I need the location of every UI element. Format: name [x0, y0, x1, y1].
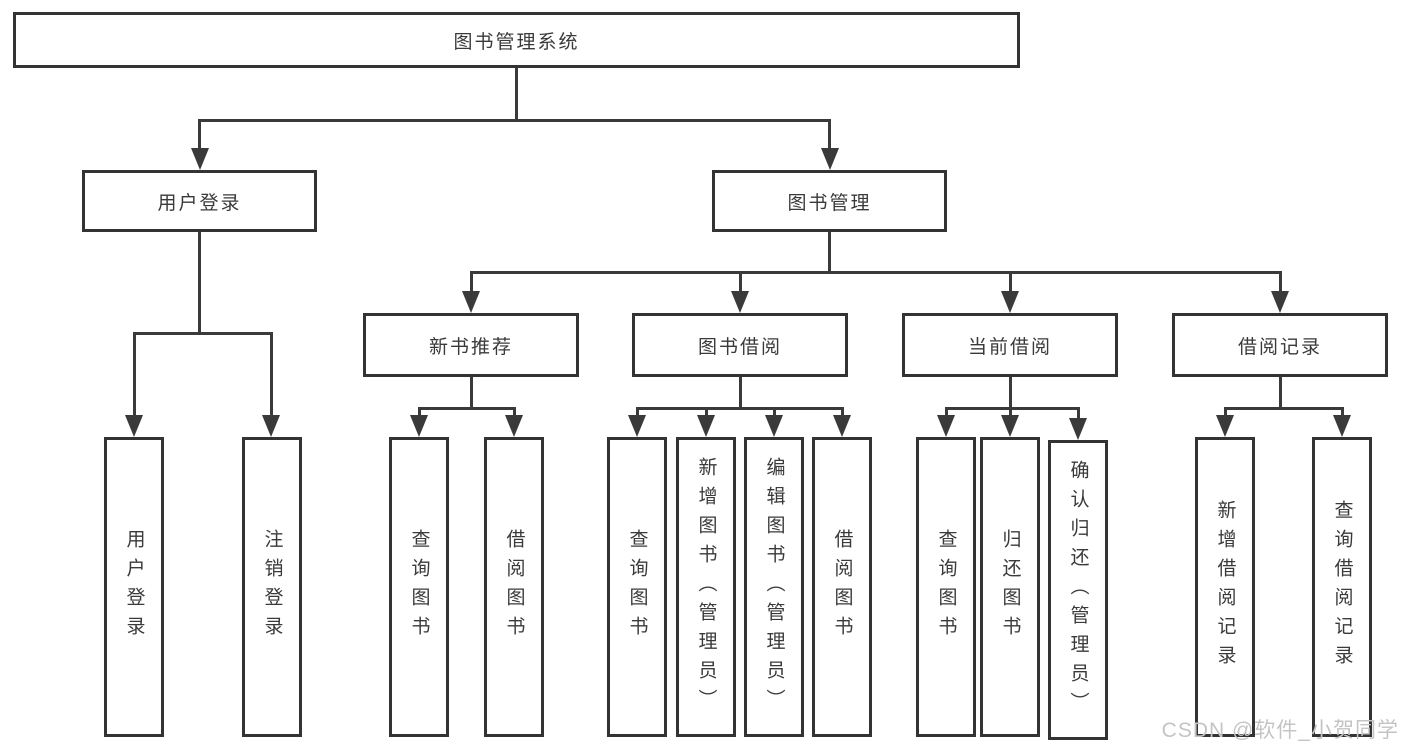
leaf-query-books-a: 查询图书 [389, 437, 449, 737]
connector-drop-borrow-a [513, 407, 516, 419]
connector-current-borrow-stem [1009, 377, 1012, 410]
leaf-return-book: 归还图书 [980, 437, 1040, 737]
node-book-borrow-label: 图书借阅 [697, 336, 782, 358]
arrowhead-user-login [191, 148, 209, 170]
connector-drop-user-login [198, 119, 201, 151]
leaf-borrow-books-a-label: 借阅图书 [503, 529, 525, 645]
leaf-query-books-b-label: 查询图书 [626, 529, 648, 645]
arrowhead-confirm-return [1069, 418, 1087, 440]
connector-drop-query-b [636, 407, 639, 419]
leaf-confirm-return-admin: 确认归还（管理员） [1048, 440, 1108, 740]
leaf-logout-login: 注销登录 [242, 437, 302, 737]
arrowhead-book-borrow [731, 291, 749, 313]
node-book-management: 图书管理 [712, 170, 947, 232]
leaf-query-borrow-record: 查询借阅记录 [1312, 437, 1372, 737]
node-book-management-label: 图书管理 [787, 192, 872, 214]
leaf-edit-book-admin-label: 编辑图书（管理员） [763, 456, 785, 718]
leaf-borrow-books-a: 借阅图书 [484, 437, 544, 737]
arrowhead-leaf-user-login [125, 415, 143, 437]
arrowhead-borrow-b [833, 415, 851, 437]
connector-user-login-stem [198, 232, 201, 335]
connector-drop-confirm-return [1077, 407, 1080, 419]
connector-group5-bar [1224, 407, 1343, 410]
arrowhead-query-a [410, 415, 428, 437]
leaf-confirm-return-admin-label: 确认归还（管理员） [1067, 459, 1089, 721]
leaf-return-book-label: 归还图书 [999, 529, 1021, 645]
arrowhead-return-book [1001, 415, 1019, 437]
leaf-query-books-b: 查询图书 [607, 437, 667, 737]
leaf-add-book-admin: 新增图书（管理员） [676, 437, 736, 737]
connector-drop-query-a [418, 407, 421, 419]
connector-drop-query-record [1341, 407, 1344, 419]
node-user-login: 用户登录 [82, 170, 317, 232]
leaf-borrow-books-b: 借阅图书 [812, 437, 872, 737]
connector-drop-add-book [705, 407, 708, 419]
arrowhead-add-book [697, 415, 715, 437]
connector-new-book-stem [470, 377, 473, 410]
connector-drop-return-book [1009, 407, 1012, 419]
connector-level2-bar [199, 119, 831, 122]
leaf-logout-login-label: 注销登录 [261, 529, 283, 645]
connector-borrow-records-stem [1279, 377, 1282, 410]
leaf-query-borrow-record-label: 查询借阅记录 [1331, 500, 1353, 674]
node-user-login-label: 用户登录 [157, 192, 242, 214]
leaf-edit-book-admin: 编辑图书（管理员） [744, 437, 804, 737]
node-borrow-records-label: 借阅记录 [1237, 336, 1322, 358]
node-new-book-recommend-label: 新书推荐 [428, 336, 513, 358]
connector-level3-bar [470, 271, 1281, 274]
connector-drop-new-book [470, 271, 473, 294]
leaf-add-book-admin-label: 新增图书（管理员） [695, 456, 717, 718]
connector-drop-add-record [1224, 407, 1227, 419]
connector-group4-bar [945, 407, 1079, 410]
node-root-label: 图书管理系统 [453, 31, 580, 53]
node-borrow-records: 借阅记录 [1172, 313, 1388, 377]
leaf-query-books-c-label: 查询图书 [935, 529, 957, 645]
arrowhead-query-c [937, 415, 955, 437]
node-current-borrow-label: 当前借阅 [967, 336, 1052, 358]
node-current-borrow: 当前借阅 [902, 313, 1118, 377]
arrowhead-book-management [821, 148, 839, 170]
connector-drop-book-borrow [739, 271, 742, 294]
connector-drop-current-borrow [1009, 271, 1012, 294]
node-book-borrow: 图书借阅 [632, 313, 848, 377]
arrowhead-new-book [462, 291, 480, 313]
connector-group1-bar [133, 332, 272, 335]
arrowhead-borrow-records [1271, 291, 1289, 313]
arrowhead-add-record [1216, 415, 1234, 437]
arrowhead-edit-book [765, 415, 783, 437]
connector-drop-borrow-b [841, 407, 844, 419]
leaf-query-books-a-label: 查询图书 [408, 529, 430, 645]
arrowhead-leaf-logout [262, 415, 280, 437]
leaf-user-login-label: 用户登录 [123, 529, 145, 645]
connector-drop-book-management [828, 119, 831, 151]
node-root: 图书管理系统 [13, 12, 1020, 68]
connector-drop-query-c [945, 407, 948, 419]
node-new-book-recommend: 新书推荐 [363, 313, 579, 377]
leaf-user-login: 用户登录 [104, 437, 164, 737]
arrowhead-borrow-a [505, 415, 523, 437]
arrowhead-current-borrow [1001, 291, 1019, 313]
connector-drop-leaf-user-login [133, 332, 136, 418]
connector-group2-bar [418, 407, 515, 410]
leaf-borrow-books-b-label: 借阅图书 [831, 529, 853, 645]
leaf-add-borrow-record: 新增借阅记录 [1195, 437, 1255, 737]
connector-book-management-stem [828, 232, 831, 273]
leaf-query-books-c: 查询图书 [916, 437, 976, 737]
watermark: CSDN @软件_小贺同学 [1161, 719, 1399, 742]
connector-book-borrow-stem [739, 377, 742, 410]
connector-root-stem [515, 68, 518, 120]
arrowhead-query-record [1333, 415, 1351, 437]
connector-group3-bar [636, 407, 843, 410]
leaf-add-borrow-record-label: 新增借阅记录 [1214, 500, 1236, 674]
connector-drop-borrow-records [1279, 271, 1282, 294]
connector-drop-edit-book [773, 407, 776, 419]
connector-drop-leaf-logout [270, 332, 273, 418]
arrowhead-query-b [628, 415, 646, 437]
